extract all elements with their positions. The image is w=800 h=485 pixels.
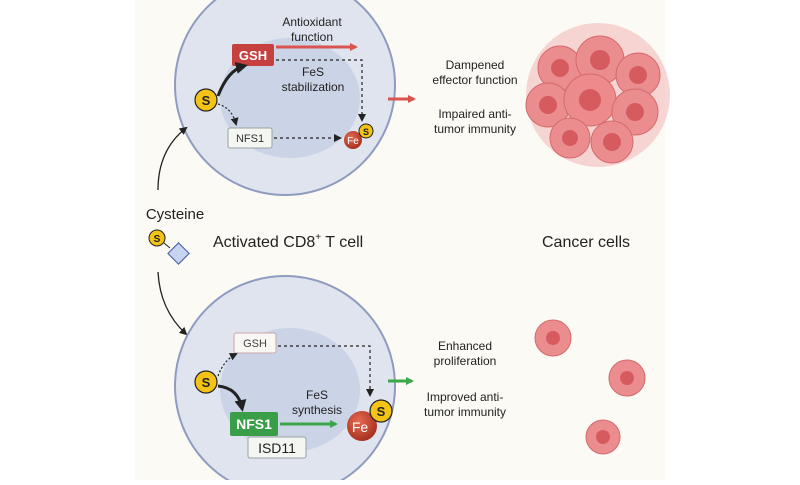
bottom-gsh-dashed-arrow (278, 345, 374, 397)
cancer-cell-2 (608, 359, 646, 397)
top-fes-label-2: stabilization (282, 80, 345, 94)
top-s-to-gsh-arrow (216, 62, 248, 97)
top-gsh-label: GSH (239, 48, 267, 63)
cysteine-to-top-cell-arrow (157, 126, 188, 191)
cell-type-label: Activated CD8+ T cell (213, 232, 363, 251)
bottom-s-to-nfs1-arrow (217, 384, 247, 412)
bottom-gsh-label: GSH (243, 338, 267, 350)
cysteine-molecule-icon (167, 242, 190, 265)
bottom-nfs1-label: NFS1 (236, 416, 272, 432)
cysteine-to-bottom-cell-arrow (157, 271, 188, 336)
top-s-to-nfs1-arrow (217, 103, 239, 126)
top-nfs1-box (227, 127, 273, 149)
top-iron-atom (344, 131, 362, 149)
bottom-sulfur-atom (194, 370, 218, 394)
top-gsh-dashed-arrow (276, 59, 366, 122)
top-outcome-1-line-1: Dampened (446, 58, 505, 72)
top-outcome-2-line-2: tumor immunity (434, 122, 516, 136)
bottom-fes-label-1: FeS (306, 388, 328, 402)
top-fes-sulfur-symbol: S (363, 127, 369, 137)
bottom-isd11-box (247, 436, 307, 459)
bottom-iron-symbol: Fe (352, 419, 369, 435)
bottom-iron-atom (347, 411, 377, 441)
top-iron-symbol: Fe (347, 136, 359, 147)
bottom-fes-label-2: synthesis (292, 403, 342, 417)
top-sulfur-atom (194, 88, 218, 112)
bottom-outcome-2-line-1: Improved anti- (427, 390, 504, 404)
bottom-outcome-1-line-1: Enhanced (438, 339, 492, 353)
top-nfs1-label: NFS1 (236, 133, 264, 145)
cancer-cell-1 (534, 319, 572, 357)
cysteine-sulfur-atom (148, 229, 166, 247)
bottom-gsh-box (233, 332, 277, 354)
cancer-cell-3 (585, 419, 621, 455)
bottom-fes-sulfur-symbol: S (377, 404, 386, 419)
top-sulfur-symbol: S (202, 93, 211, 108)
cysteine-sulfur-symbol: S (154, 234, 161, 245)
top-outcome-1-line-2: effector function (432, 73, 517, 87)
bottom-outcome-2-line-2: tumor immunity (424, 405, 506, 419)
bottom-sulfur-symbol: S (202, 375, 211, 390)
cysteine-label: Cysteine (146, 206, 204, 223)
top-antioxidant-label-1: Antioxidant (282, 15, 342, 29)
bottom-outcome-1-line-2: proliferation (434, 354, 497, 368)
top-gsh-box (232, 44, 274, 66)
top-fes-sulfur (358, 123, 374, 139)
bottom-fes-sulfur (369, 399, 393, 423)
cancer-cell-cluster (525, 23, 670, 167)
bottom-nfs1-box (230, 412, 278, 436)
top-antioxidant-label-2: function (291, 30, 333, 44)
top-fes-label-1: FeS (302, 65, 324, 79)
cancer-cells-label: Cancer cells (542, 234, 630, 251)
bottom-isd11-label: ISD11 (258, 440, 296, 456)
cysteine-bond (163, 242, 171, 249)
top-outcome-2-line-1: Impaired anti- (438, 107, 511, 121)
